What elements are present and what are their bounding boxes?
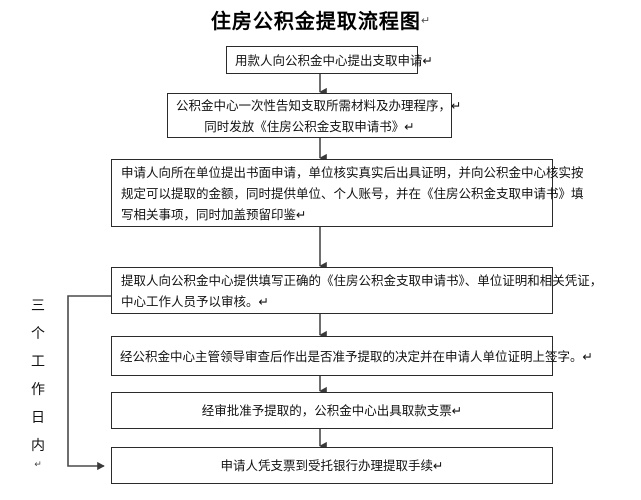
node-5-line-0: 经公积金中心主管领导审查后作出是否准予提取的决定并在申请人单位证明上签字。↵ (120, 348, 593, 364)
side-label-char-4: 日 (31, 410, 45, 426)
step-center-notifies-materials[interactable]: 公积金中心一次性告知支取所需材料及办理程序，↵ 同时发放《住房公积金支取申请书》… (167, 93, 462, 138)
page-title: 住房公积金提取流程图↵ (0, 8, 641, 34)
node-6-line-0: 经审批准予提取的，公积金中心出具取款支票↵ (201, 403, 463, 418)
side-label-char-1: 个 (31, 326, 45, 342)
node-3-line-0: 申请人向所在单位提出书面申请，单位核实真实后出具证明，并向公积金中心核实按 (121, 164, 584, 180)
bracket-three-working-days (67, 295, 111, 471)
node-2-line-1: 同时发放《住房公积金支取申请书》↵ (204, 118, 415, 134)
side-label-char-2: 工 (31, 354, 45, 370)
node-3-line-1: 规定可以提取的金额，同时提供单位、个人账号，并在《住房公积金支取申请书》填 (121, 185, 584, 201)
step-apply-to-fund-center[interactable]: 用款人向公积金中心提出支取申请↵ (226, 46, 433, 74)
side-label-char-0: 三 (31, 298, 45, 314)
step-issue-withdrawal-cheque[interactable]: 经审批准予提取的，公积金中心出具取款支票↵ (111, 392, 553, 429)
step-submit-documents-for-review[interactable]: 提取人向公积金中心提供填写正确的《住房公积金支取申请书》、单位证明和相关凭证， … (111, 267, 603, 314)
node-3-line-2: 写相关事项，同时加盖预留印鉴↵ (121, 206, 307, 222)
node-4-line-0: 提取人向公积金中心提供填写正确的《住房公积金支取申请书》、单位证明和相关凭证， (121, 272, 603, 288)
step-leader-approval-and-signature[interactable]: 经公积金中心主管领导审查后作出是否准予提取的决定并在申请人单位证明上签字。↵ (111, 336, 593, 376)
side-label-char-5: 内 (31, 438, 45, 454)
node-2-line-0: 公积金中心一次性告知支取所需材料及办理程序，↵ (176, 97, 462, 113)
side-label-paragraph-mark: ↵ (34, 460, 42, 470)
step-written-application-to-employer[interactable]: 申请人向所在单位提出书面申请，单位核实真实后出具证明，并向公积金中心核实按 规定… (111, 159, 584, 227)
page-title-paragraph-mark: ↵ (420, 14, 431, 27)
side-label-char-3: 作 (31, 382, 45, 398)
node-7-line-0: 申请人凭支票到受托银行办理提取手续↵ (220, 458, 444, 473)
node-4-line-1: 中心工作人员予以审核。↵ (121, 293, 269, 309)
three-working-days-label: 三 个 工 作 日 内 ↵ (26, 292, 50, 470)
step-withdraw-at-entrusted-bank[interactable]: 申请人凭支票到受托银行办理提取手续↵ (111, 447, 553, 484)
node-1-line-0: 用款人向公积金中心提出支取申请↵ (235, 52, 433, 68)
page-title-text: 住房公积金提取流程图 (210, 9, 421, 33)
